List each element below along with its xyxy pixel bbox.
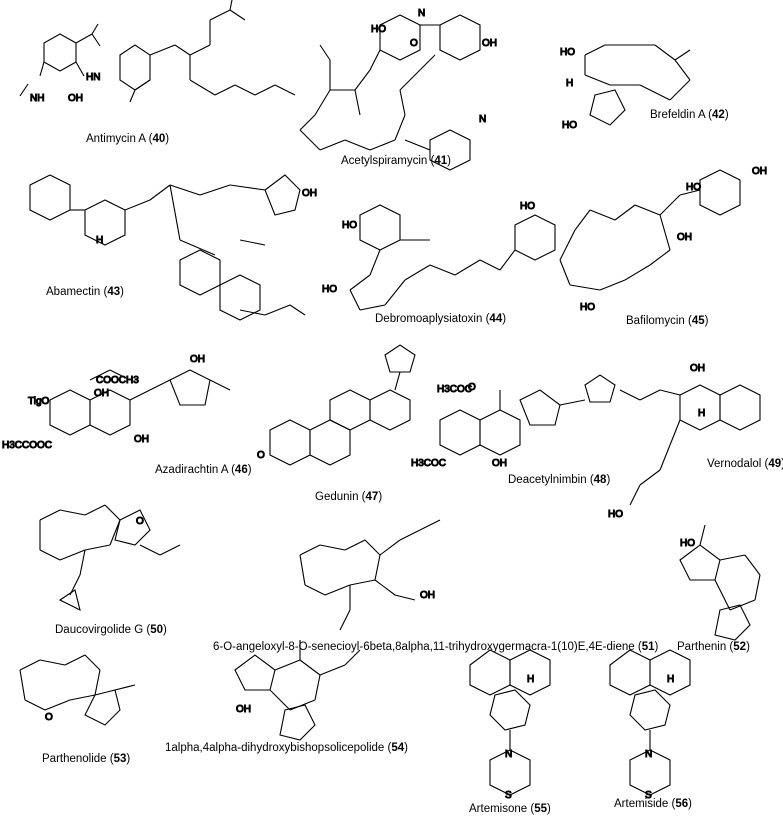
- atom-ho-42a: HO: [560, 47, 575, 58]
- caption-artemiside: Artemiside (56): [614, 798, 692, 810]
- atom-h-42: H: [566, 78, 573, 89]
- atom-tigo-46: TigO: [28, 396, 50, 407]
- atom-o-48: O: [468, 382, 476, 393]
- structure-acetylspiramycin: [299, 14, 481, 171]
- structure-artemisone: [469, 649, 551, 796]
- caption-gedunin: Gedunin (47): [315, 491, 383, 503]
- structure-bafilomycin: [559, 169, 741, 291]
- caption-brefeldin-a: Brefeldin A (42): [650, 109, 729, 121]
- atom-oh-48: OH: [492, 458, 507, 469]
- atom-o-41: O: [410, 38, 418, 49]
- atom-ho-44c: HO: [322, 284, 337, 295]
- caption-abamectin: Abamectin (43): [46, 286, 125, 298]
- atom-h-56: H: [667, 674, 674, 685]
- atom-oh-46b: OH: [190, 354, 205, 365]
- atom-ho-44a: HO: [342, 220, 357, 231]
- caption-deacetylnimbin: Deacetylnimbin (48): [508, 474, 611, 486]
- atom-h-55: H: [527, 674, 534, 685]
- atom-n-41a: N: [418, 8, 425, 19]
- structure-parthenin: [679, 524, 761, 641]
- structure-debromoaplysiatoxin: [349, 204, 556, 311]
- atom-n-41b: N: [479, 114, 486, 125]
- atom-s-55: S: [505, 790, 512, 801]
- structure-abamectin: [29, 174, 306, 321]
- structure-deacetylnimbin: [439, 374, 616, 456]
- caption-bafilomycin: Bafilomycin (45): [626, 315, 709, 327]
- structure-artemiside: [609, 649, 691, 796]
- caption-vernodalol: Vernodalol (49): [707, 458, 783, 470]
- atom-oh-49a: OH: [690, 363, 705, 374]
- atom-s-56: S: [645, 790, 652, 801]
- atom-oh-51: OH: [420, 590, 435, 601]
- atom-ho-45b: HO: [580, 302, 595, 313]
- atom-hn-40: HN: [86, 72, 100, 83]
- atom-o-47: O: [257, 450, 265, 461]
- structure-brefeldin-a: [584, 44, 691, 126]
- caption-bishopsolicepolide: 1alpha,4alpha-dihydroxybishopsolicepolid…: [165, 742, 408, 754]
- atom-o-53: O: [45, 712, 53, 723]
- atom-ho-45a: HO: [686, 182, 701, 193]
- caption-parthenolide: Parthenolide (53): [42, 753, 131, 765]
- atom-cooch3-46: COOCH3: [96, 375, 139, 386]
- atom-oh-43: OH: [302, 188, 317, 199]
- atom-n-56: N: [645, 749, 652, 760]
- caption-daucovirgolide-g: Daucovirgolide G (50): [55, 624, 167, 636]
- structure-daucovirgolide-g: [39, 504, 181, 612]
- caption-antimycin-a: Antimycin A (40): [86, 133, 170, 145]
- caption-azadirachtin-a: Azadirachtin A (46): [155, 464, 252, 476]
- structure-bishopsolicepolide: [234, 640, 361, 741]
- structure-antimycin-a: [19, 0, 296, 103]
- atom-n-55: N: [505, 749, 512, 760]
- atom-ho-49: HO: [608, 509, 623, 520]
- caption-acetylspiramycin: Acetylspiramycin (41): [341, 155, 451, 167]
- atom-nh-40: NH: [30, 93, 44, 104]
- atom-o-50: O: [136, 516, 144, 527]
- atom-ho-42b: HO: [562, 120, 577, 131]
- atom-h3ccooc-46: H3CCOOC: [2, 440, 52, 451]
- structure-germacradiene: [299, 519, 441, 631]
- atom-ho-44b: HO: [520, 201, 535, 212]
- caption-parthenin: Parthenin (52): [677, 641, 750, 653]
- atom-h3ccoc-48b: H3COC: [411, 458, 446, 469]
- caption-debromoaplysiatoxin: Debromoaplysiatoxin (44): [375, 313, 507, 325]
- structure-vernodalol: [619, 384, 761, 506]
- atom-oh-46c: OH: [134, 434, 149, 445]
- atom-ho-41a: HO: [371, 24, 386, 35]
- atom-ho-52: HO: [680, 538, 695, 549]
- atom-h3ccoc-48a: H3COC: [437, 384, 472, 395]
- atom-oh-45b: OH: [677, 232, 692, 243]
- atom-oh-40: OH: [68, 93, 83, 104]
- caption-artemisone: Artemisone (55): [469, 803, 551, 815]
- atom-oh-46a: OH: [94, 388, 109, 399]
- atom-oh-54: OH: [236, 704, 251, 715]
- structure-parthenolide: [19, 654, 136, 726]
- atom-oh-45a: OH: [752, 166, 767, 177]
- atom-oh-41: OH: [482, 38, 497, 49]
- structure-azadirachtin-a: [49, 369, 231, 436]
- structure-gedunin: [269, 344, 416, 466]
- atom-h-49: H: [698, 408, 705, 419]
- atom-h-43: H: [96, 235, 103, 246]
- caption-germacradiene: 6-O-angeloxyl-8-O-senecioyl-6beta,8alpha…: [213, 641, 659, 653]
